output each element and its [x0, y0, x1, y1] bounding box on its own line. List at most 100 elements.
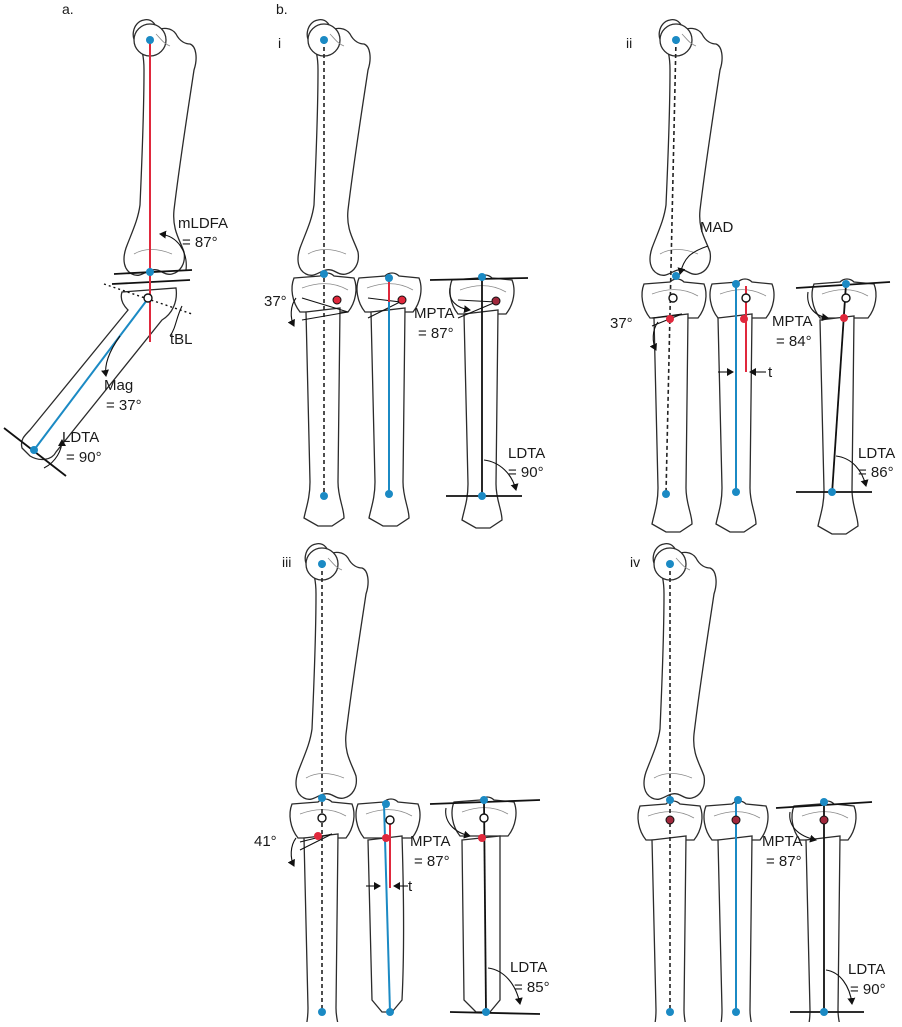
mpta-arc-iii — [445, 807, 471, 839]
panel-label-i: i — [278, 35, 281, 51]
mpta-arc-ii — [807, 291, 829, 322]
tibial-shaft-iii-mid — [367, 835, 405, 1013]
ldta-label-iv: LDTA — [848, 961, 885, 978]
angle-arc-iii — [287, 837, 297, 867]
translation-label-ii: t — [768, 364, 773, 381]
cora-point-i-right — [491, 296, 501, 306]
angle-label-iii: 41° — [254, 833, 277, 850]
angle-label-ii: 37° — [610, 315, 633, 332]
cora-point-iii-right — [478, 834, 486, 842]
tbl-label: tBL — [170, 331, 193, 348]
ldta-value-iv: = 90° — [850, 981, 886, 998]
osteotomy-wedge-i — [301, 297, 349, 321]
ankle-center-point-i — [320, 492, 328, 500]
knee-point-ii-right — [842, 280, 850, 288]
tibial-shaft-ii-right — [817, 315, 859, 535]
mpta-label-iii: MPTA — [410, 833, 451, 850]
cora-point-i — [332, 295, 342, 305]
ankle-center-point-ii — [662, 490, 670, 498]
knee-center-point-iii — [318, 794, 326, 802]
cora-point-iv-mid — [731, 815, 741, 825]
panel-iii: 41° t MPTA = 87° LDTA = 85° — [254, 543, 550, 1027]
mag-label: Mag — [104, 377, 133, 394]
femur-iv — [643, 543, 717, 800]
ankle-center-point-iii — [318, 1008, 326, 1016]
panel-label-ii: ii — [626, 35, 632, 51]
open-point-ii-mid — [741, 293, 751, 303]
panel-label-b: b. — [276, 1, 288, 17]
ldta-arc-iii — [487, 967, 523, 1005]
ldta-arc-ii — [835, 455, 869, 487]
femur-i — [297, 19, 371, 276]
hip-center-point-a — [146, 36, 154, 44]
mpta-arc-i — [449, 287, 471, 314]
cora-point-iv-right — [819, 815, 829, 825]
ldta-value-i: = 90° — [508, 464, 544, 481]
ldta-label-ii: LDTA — [858, 445, 895, 462]
knee-point-iii-mid — [382, 800, 390, 808]
ankle-point-iii-mid — [386, 1008, 394, 1016]
tibial-shaft-iii-right — [461, 835, 501, 1013]
ldta-label-iii: LDTA — [510, 959, 547, 976]
ldta-value-a: = 90° — [66, 449, 102, 466]
mag-value: = 37° — [106, 397, 142, 414]
panel-ii: 37° MAD t MPTA = 84° LDTA = 86° — [610, 19, 895, 535]
knee-point-i-right — [478, 273, 486, 281]
ankle-line-iii — [449, 1011, 541, 1015]
knee-center-point-a — [146, 268, 154, 276]
ankle-point-i-right — [478, 492, 486, 500]
cora-open-point-ii — [668, 293, 678, 303]
panel-a: mLDFA = 87° tBL Mag = 37° LDTA = 90° — [3, 19, 228, 477]
ldta-value-ii: = 86° — [858, 464, 894, 481]
open-point-ii-right — [841, 293, 851, 303]
hip-center-point-i — [320, 36, 328, 44]
ankle-center-point-iv — [666, 1008, 674, 1016]
cora-point-ii — [666, 315, 674, 323]
ankle-point-ii-mid — [732, 488, 740, 496]
ankle-point-i-mid — [385, 490, 393, 498]
ldta-arc-i — [483, 459, 519, 491]
cora-point-iv — [665, 815, 675, 825]
ldta-label-a: LDTA — [62, 429, 99, 446]
knee-point-iii-right — [480, 796, 488, 804]
femur-iii — [295, 543, 369, 800]
femur-ii — [649, 19, 723, 276]
tibial-shaft-ii — [651, 313, 693, 533]
hip-center-point-iv — [666, 560, 674, 568]
angle-arc-i — [287, 297, 297, 327]
panel-label-iv: iv — [630, 554, 640, 570]
cora-point-i-mid — [397, 295, 407, 305]
ankle-point-iii-right — [482, 1008, 490, 1016]
mpta-label-ii: MPTA — [772, 313, 813, 330]
mldfa-label: mLDFA — [178, 215, 228, 232]
angle-arc-ii — [649, 321, 659, 351]
ldta-value-iii: = 85° — [514, 979, 550, 996]
mad-arrow — [677, 245, 709, 275]
ldta-arc-a — [43, 439, 66, 469]
angle-label-i: 37° — [264, 293, 287, 310]
tibial-mechanical-axis-a — [33, 295, 151, 451]
mpta-label-i: MPTA — [414, 305, 455, 322]
mag-arc — [101, 335, 121, 377]
ankle-point-iv-mid — [732, 1008, 740, 1016]
mad-label: MAD — [700, 219, 734, 236]
ankle-point-iv-right — [820, 1008, 828, 1016]
open-point-iii-mid — [385, 815, 395, 825]
hip-center-point-iii — [318, 560, 326, 568]
cora-point-ii-right — [840, 314, 848, 322]
osteotomy-line-ii — [651, 313, 683, 327]
osteotomy-line-iii — [299, 833, 333, 851]
mpta-value-iii: = 87° — [414, 853, 450, 870]
mechanical-axis-ii — [665, 39, 677, 495]
mpta-value-ii: = 84° — [776, 333, 812, 350]
open-point-iii-right — [479, 813, 489, 823]
knee-point-iv-mid — [734, 796, 742, 804]
knee-point-iv-right — [820, 798, 828, 806]
cora-point-a — [143, 293, 153, 303]
mldfa-arc — [159, 230, 187, 271]
mldfa-value: = 87° — [182, 234, 218, 251]
mpta-value-i: = 87° — [418, 325, 454, 342]
knee-center-point-i — [320, 270, 328, 278]
translation-label-iii: t — [408, 878, 413, 895]
